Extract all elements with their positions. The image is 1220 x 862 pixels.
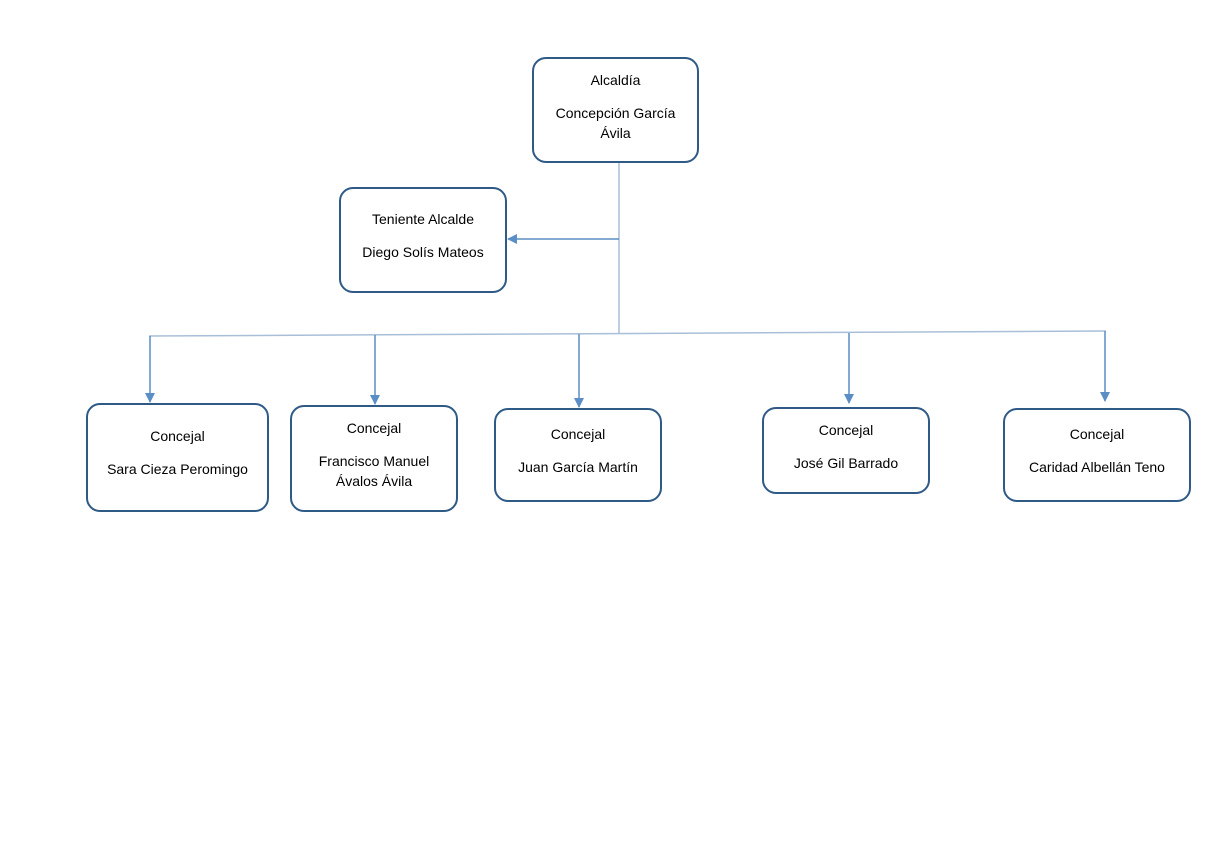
- concejal-box-4: Concejal José Gil Barrado: [762, 407, 930, 494]
- concejal-role: Concejal: [346, 420, 402, 436]
- alcaldia-role: Alcaldía: [590, 72, 641, 88]
- concejal-box-2: Concejal Francisco Manuel Ávalos Ávila: [290, 405, 458, 512]
- concejal-role: Concejal: [150, 428, 205, 444]
- teniente-alcalde-box: Teniente Alcalde Diego Solís Mateos: [339, 187, 507, 293]
- concejal-name: Caridad Albellán Teno: [1029, 459, 1165, 475]
- concejal-name: José Gil Barrado: [793, 455, 899, 471]
- concejal-name: Juan García Martín: [518, 459, 638, 475]
- concejal-name: Francisco Manuel Ávalos Ávila: [318, 453, 430, 489]
- concejal-box-3: Concejal Juan García Martín: [494, 408, 662, 502]
- concejal-name: Sara Cieza Peromingo: [107, 461, 248, 477]
- teniente-role: Teniente Alcalde: [372, 211, 474, 227]
- concejal-role: Concejal: [818, 422, 874, 438]
- alcaldia-name: Concepción García Ávila: [555, 105, 676, 141]
- concejal-role: Concejal: [550, 426, 606, 442]
- concejal-box-5: Concejal Caridad Albellán Teno: [1003, 408, 1191, 502]
- concejal-role: Concejal: [1069, 426, 1125, 442]
- bus-line: [148, 330, 1107, 337]
- teniente-name: Diego Solís Mateos: [362, 244, 484, 260]
- alcaldia-box: Alcaldía Concepción García Ávila: [532, 57, 699, 163]
- concejal-box-1: Concejal Sara Cieza Peromingo: [86, 403, 269, 512]
